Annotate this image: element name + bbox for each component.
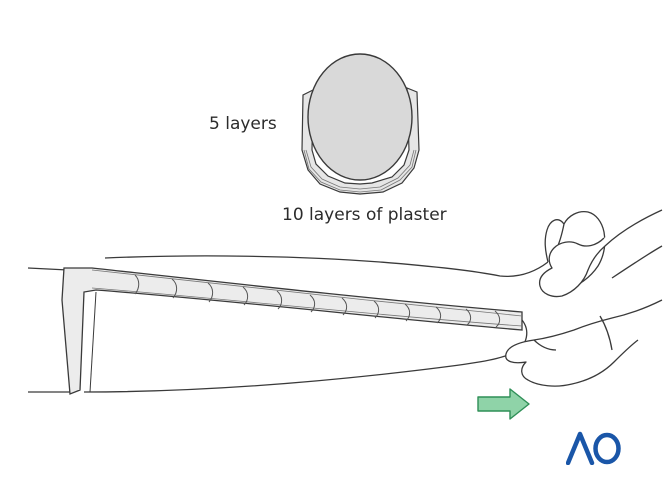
plaster-shell-cross-section: [301, 87, 420, 195]
plaster-slab-outline: [61, 267, 523, 395]
outer-layers-label: 10 layers of plaster: [282, 205, 447, 225]
ao-logo: [566, 431, 621, 465]
lower-hand: [505, 299, 663, 387]
inner-layers-label: 5 layers: [209, 114, 277, 134]
cast-cross-section: [301, 53, 420, 195]
foot-and-hands: [505, 209, 663, 387]
leg: [27, 255, 549, 393]
upper-hand: [538, 209, 663, 298]
plaster-slab: [61, 267, 523, 395]
limb-cross-section: [307, 53, 413, 181]
direction-arrow-icon: [477, 388, 530, 420]
